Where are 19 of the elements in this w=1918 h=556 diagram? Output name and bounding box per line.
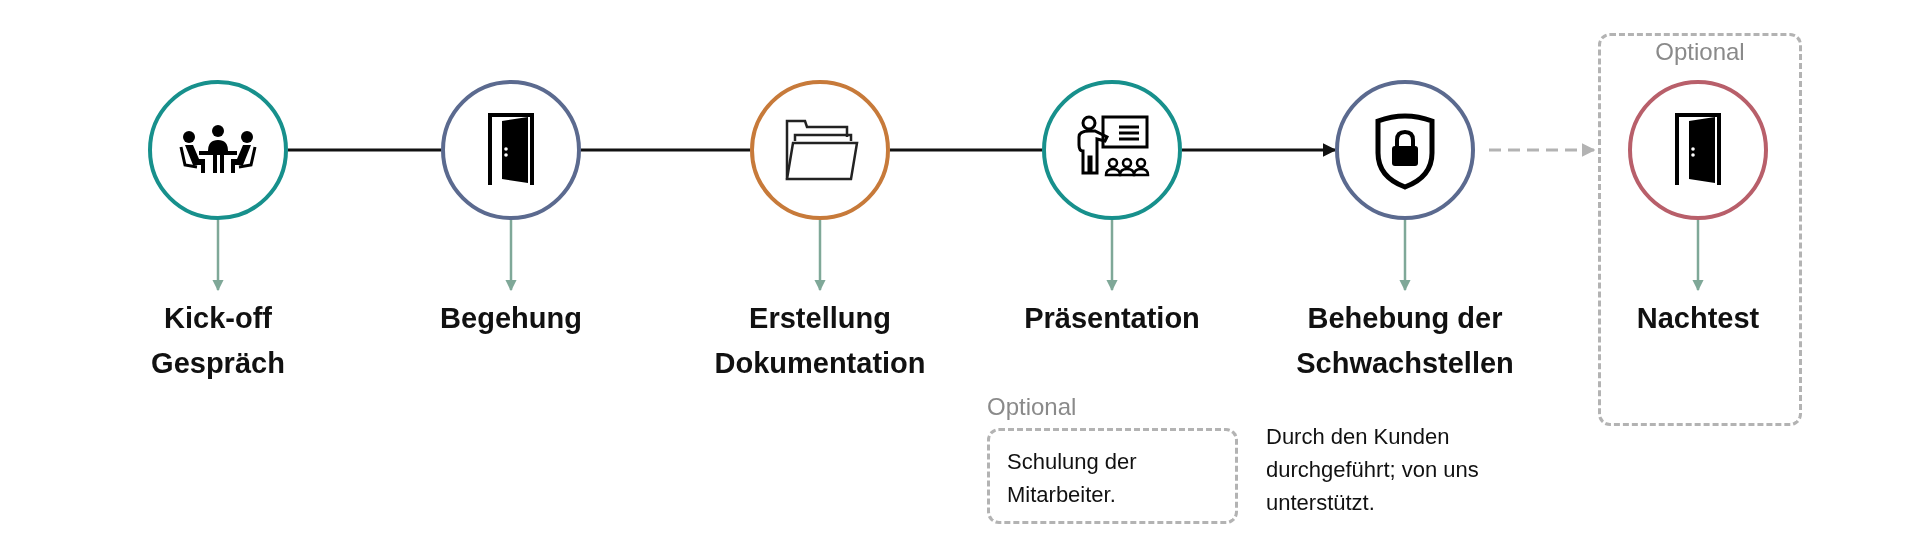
arrow (1182, 143, 1337, 157)
arrow (212, 220, 224, 292)
optional-label: Optional (987, 393, 1077, 421)
connector-line (288, 148, 441, 152)
arrow (1692, 220, 1704, 292)
note-text: Schulung der Mitarbeiter. (1007, 448, 1138, 509)
optional-frame (1598, 33, 1802, 426)
note-text: Durch den Kunden durchgeführt; von uns unterstützt. (1266, 423, 1480, 517)
connector-line (890, 148, 1042, 152)
connector-line (581, 148, 750, 152)
arrow (1399, 220, 1411, 292)
step-label: Begehung (361, 290, 661, 345)
optional-label: Optional (1654, 38, 1746, 66)
dashed-arrow (1489, 143, 1596, 157)
arrow (814, 220, 826, 292)
step-label: Kick-off Gespräch (108, 290, 328, 390)
step-label: Nachtest (1608, 290, 1788, 345)
arrow (505, 220, 517, 292)
arrow (1106, 220, 1118, 292)
